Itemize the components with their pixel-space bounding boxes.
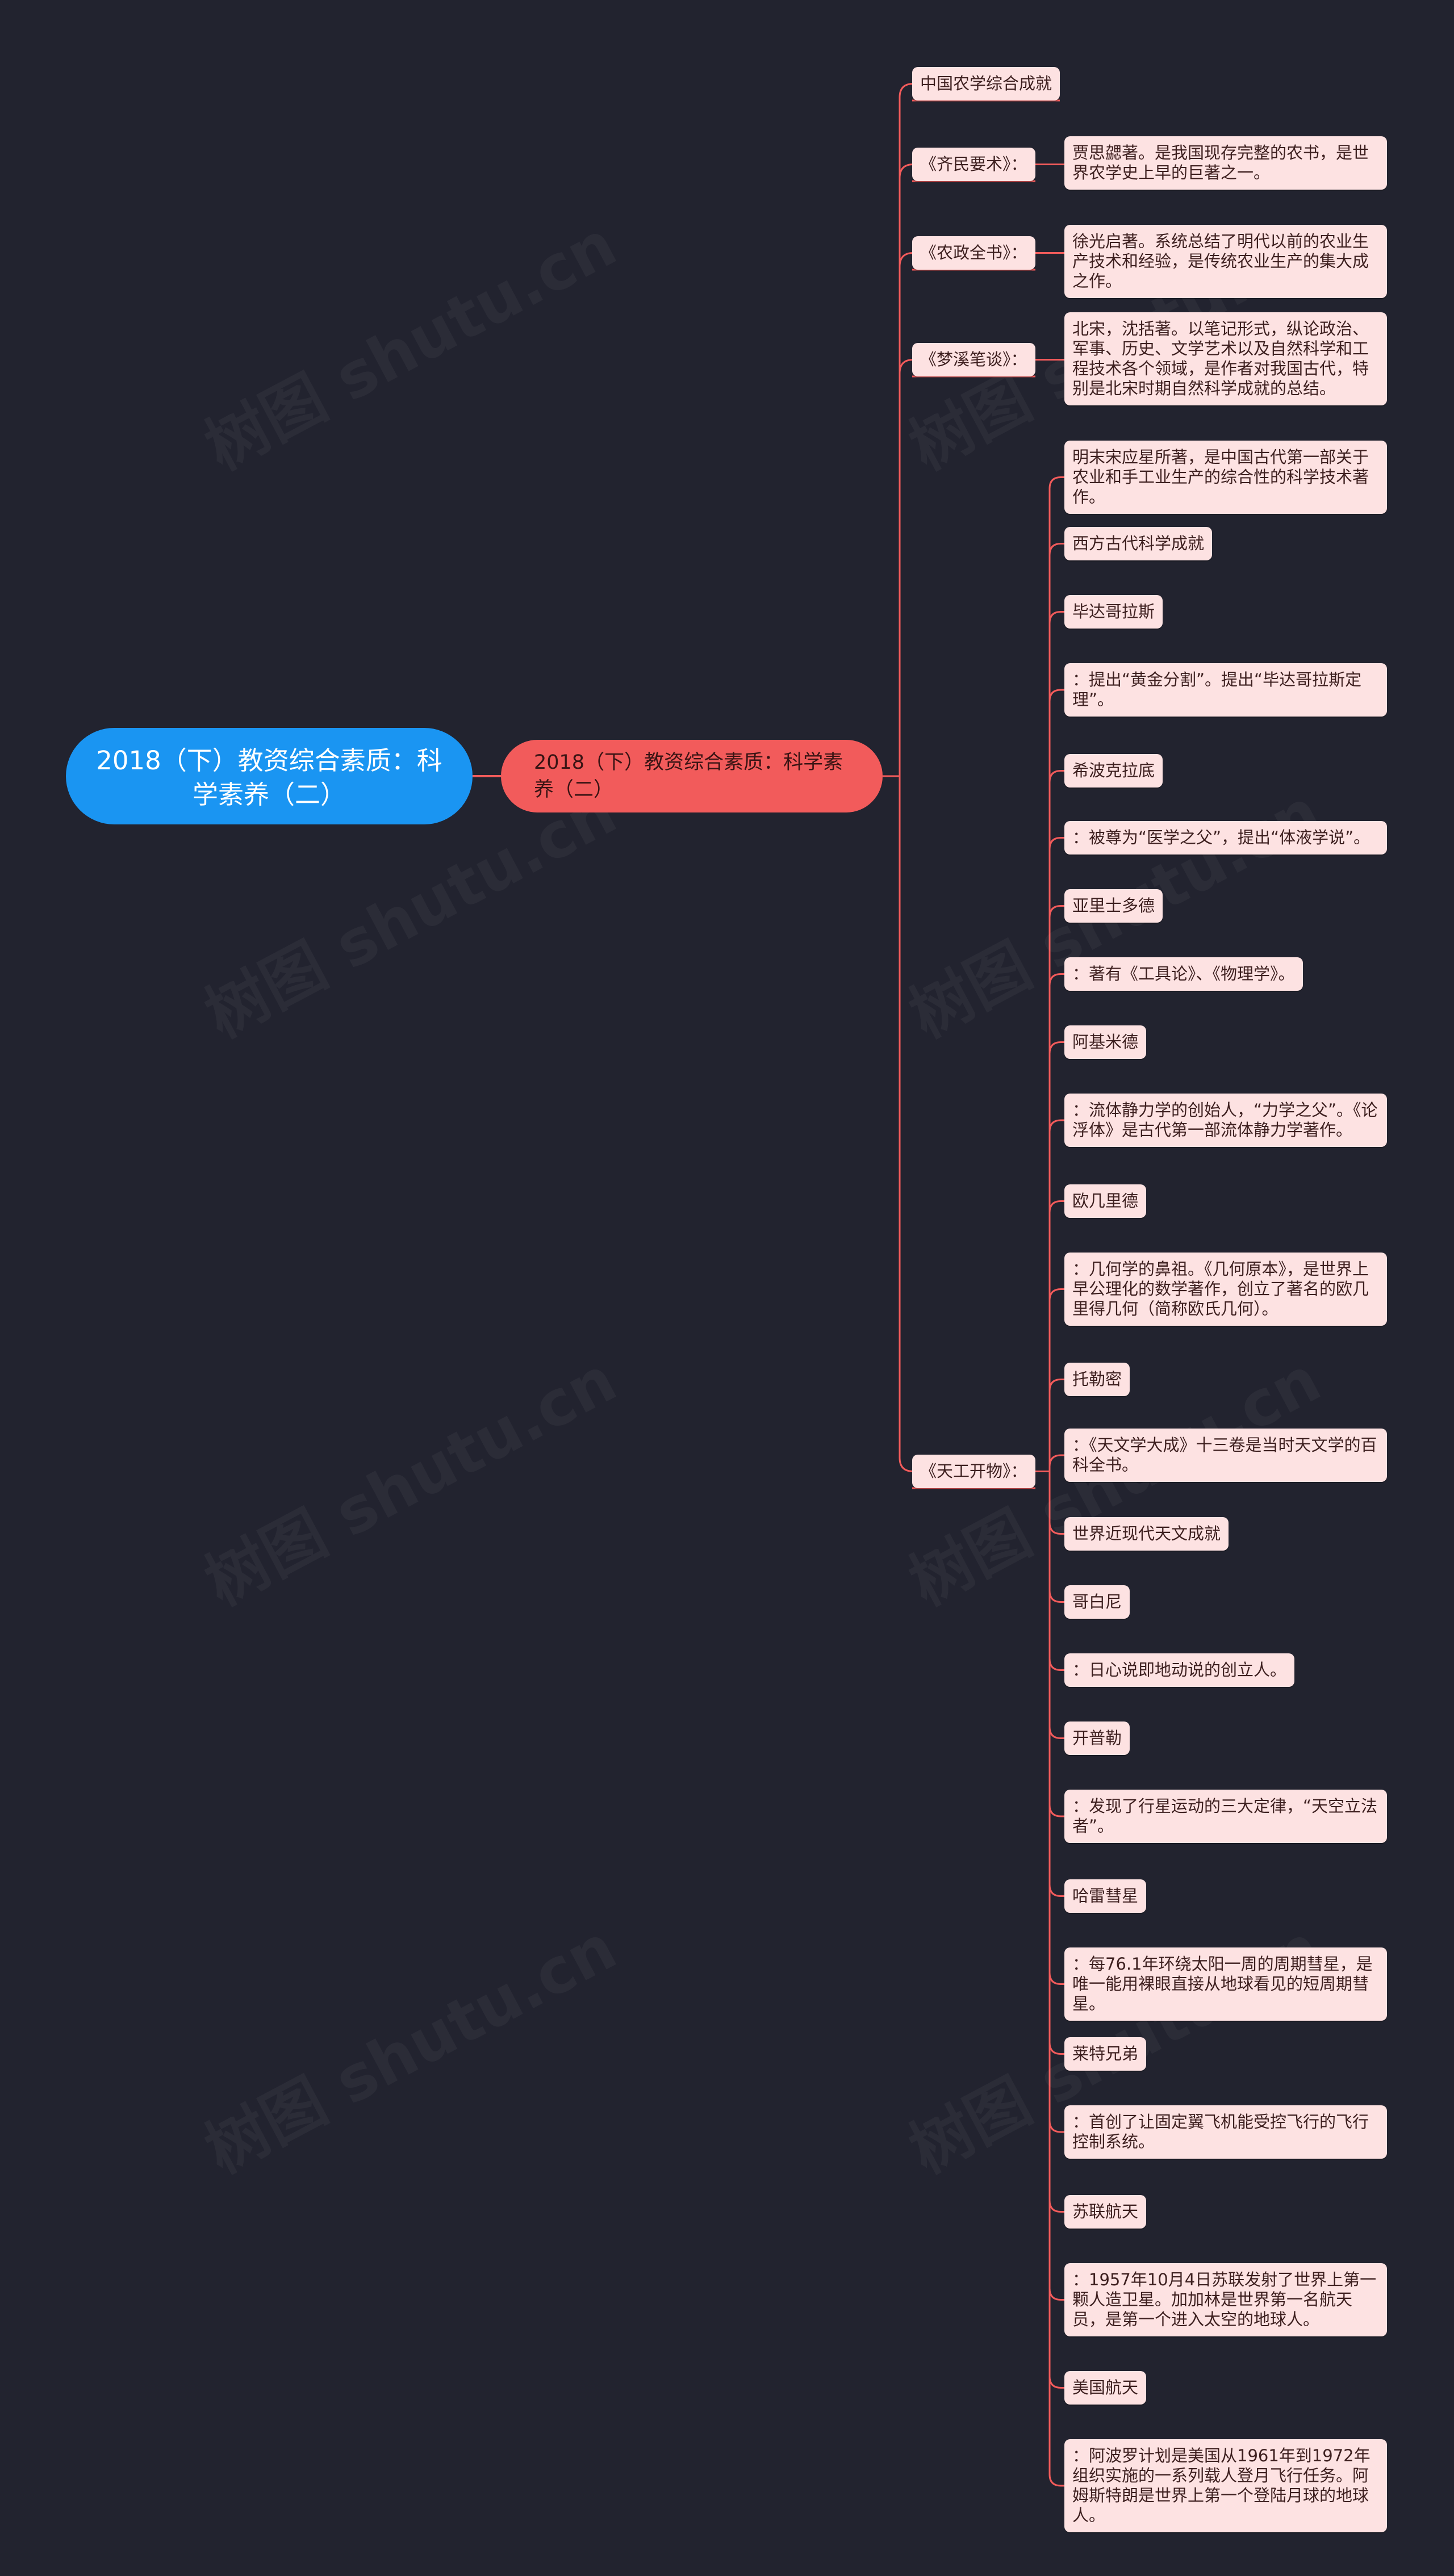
detail-node[interactable]: 徐光启著。系统总结了明代以前的农业生产技术和经验，是传统农业生产的集大成之作。 xyxy=(1064,225,1387,298)
connector-line xyxy=(1048,611,1064,1472)
tiangong-item[interactable]: 开普勒 xyxy=(1064,1721,1130,1755)
tiangong-item[interactable]: 美国航天 xyxy=(1064,2371,1147,2405)
connector-line xyxy=(1048,1471,1064,1897)
connector-line xyxy=(1048,1471,1064,2301)
tiangong-item[interactable]: ：《天文学大成》十三卷是当时天文学的百科全书。 xyxy=(1064,1429,1387,1482)
detail-node[interactable]: 贾思勰著。是我国现存完整的农书，是世界农学史上早的巨著之一。 xyxy=(1064,136,1387,190)
connector-line xyxy=(1048,1471,1064,1535)
tiangong-item[interactable]: 苏联航天 xyxy=(1064,2195,1147,2229)
connector-line xyxy=(1048,1471,1064,2213)
connector-line xyxy=(1048,1200,1064,1472)
category-node[interactable]: 《天工开物》： xyxy=(912,1455,1035,1488)
tiangong-item[interactable]: 西方古代科学成就 xyxy=(1064,527,1213,560)
connector-line xyxy=(1048,1471,1064,1985)
tiangong-item[interactable]: 希波克拉底 xyxy=(1064,754,1163,788)
connector-line xyxy=(1048,1471,1064,2487)
detail-node[interactable]: 北宋，沈括著。以笔记形式，纵论政治、军事、历史、文学艺术以及自然科学和工程技术各… xyxy=(1064,312,1387,405)
tiangong-item[interactable]: ：著有《工具论》、《物理学》。 xyxy=(1064,957,1303,991)
connector-line xyxy=(1048,905,1064,1472)
connector-line xyxy=(1048,689,1064,1472)
connector-line xyxy=(1048,476,1064,1472)
tiangong-item[interactable]: 毕达哥拉斯 xyxy=(1064,595,1163,629)
tiangong-item[interactable]: ：被尊为“医学之父”，提出“体液学说”。 xyxy=(1064,821,1387,855)
tiangong-item[interactable]: ：每76.1年环绕太阳一周的周期彗星，是唯一能用裸眼直接从地球看见的短周期彗星。 xyxy=(1064,1947,1387,2021)
tiangong-item[interactable]: ：首创了让固定翼飞机能受控飞行的飞行控制系统。 xyxy=(1064,2105,1387,2159)
tiangong-item[interactable]: ：流体静力学的创始人，“力学之父”。《论浮体》是古代第一部流体静力学著作。 xyxy=(1064,1094,1387,1147)
connector-line xyxy=(1048,1471,1064,2389)
connector-line xyxy=(1048,543,1064,1472)
connector-line xyxy=(1048,1379,1064,1472)
category-node[interactable]: 《齐民要术》： xyxy=(912,148,1035,181)
connector-line xyxy=(1048,1471,1064,2133)
tiangong-item[interactable]: 莱特兄弟 xyxy=(1064,2037,1147,2071)
tiangong-item[interactable]: ：发现了行星运动的三大定律，“天空立法者”。 xyxy=(1064,1790,1387,1843)
tiangong-item[interactable]: 亚里士多德 xyxy=(1064,889,1163,923)
tiangong-item[interactable]: 欧几里德 xyxy=(1064,1184,1147,1218)
connector-line xyxy=(1048,1288,1064,1472)
connector-line xyxy=(883,252,914,777)
connector-line xyxy=(1048,973,1064,1472)
connector-line xyxy=(1048,1041,1064,1472)
tiangong-item[interactable]: 世界近现代天文成就 xyxy=(1064,1517,1229,1551)
connector-line xyxy=(1048,1471,1064,1739)
tiangong-item[interactable]: ：阿波罗计划是美国从1961年到1972年组织实施的一系列载人登月飞行任务。阿姆… xyxy=(1064,2439,1387,2532)
connector-line xyxy=(1048,1454,1064,1472)
connector-line xyxy=(883,359,914,777)
connector-line xyxy=(1048,1471,1064,2055)
connector-line xyxy=(1048,1471,1064,1817)
connector-line xyxy=(883,83,914,777)
connector-line xyxy=(883,164,914,777)
connector-line xyxy=(1048,1471,1064,1603)
tiangong-item[interactable]: 哥白尼 xyxy=(1064,1585,1130,1619)
category-node[interactable]: 《梦溪笔谈》： xyxy=(912,343,1035,376)
tiangong-item[interactable]: ：提出“黄金分割”。提出“毕达哥拉斯定理”。 xyxy=(1064,663,1387,717)
tiangong-item[interactable]: 阿基米德 xyxy=(1064,1025,1147,1059)
category-node[interactable]: 《农政全书》： xyxy=(912,236,1035,270)
tiangong-item[interactable]: ：日心说即地动说的创立人。 xyxy=(1064,1653,1295,1687)
root-topic[interactable]: 2018（下）教资综合素质：科学素养（二） xyxy=(66,728,473,824)
main-branch-topic[interactable]: 2018（下）教资综合素质：科学素养（二） xyxy=(501,740,883,812)
connector-line xyxy=(1048,1119,1064,1472)
tiangong-item[interactable]: 托勒密 xyxy=(1064,1363,1130,1396)
connector-line xyxy=(883,775,914,1472)
tiangong-item[interactable]: ：1957年10月4日苏联发射了世界上第一颗人造卫星。加加林是世界第一名航天员，… xyxy=(1064,2263,1387,2336)
tiangong-item[interactable]: 明末宋应星所著，是中国古代第一部关于农业和手工业生产的综合性的科学技术著作。 xyxy=(1064,441,1387,514)
category-node[interactable]: 中国农学综合成就 xyxy=(912,67,1060,100)
connector-line xyxy=(1048,770,1064,1472)
connector-line xyxy=(1048,837,1064,1472)
tiangong-item[interactable]: ：几何学的鼻祖。《几何原本》，是世界上早公理化的数学著作，创立了著名的欧几里得几… xyxy=(1064,1253,1387,1326)
tiangong-item[interactable]: 哈雷彗星 xyxy=(1064,1879,1147,1913)
connector-line xyxy=(1048,1471,1064,1671)
